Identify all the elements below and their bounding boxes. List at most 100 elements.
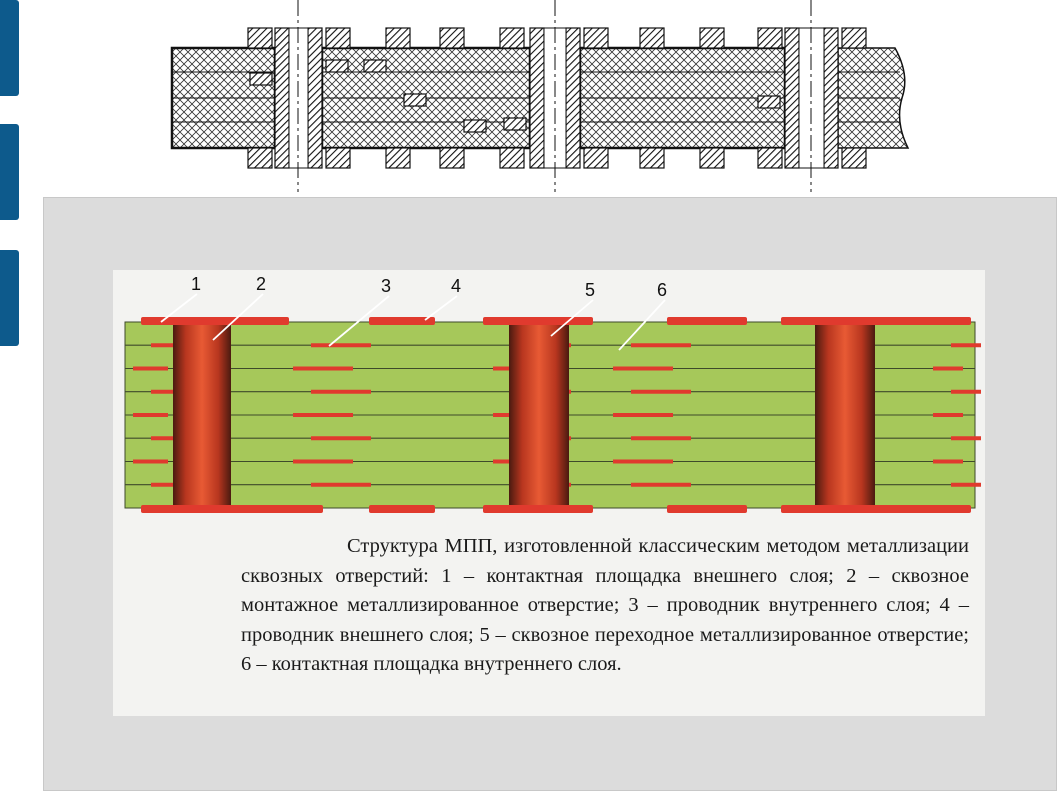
inner-pad-6 xyxy=(503,117,527,131)
outer-pad-bottom-9 xyxy=(757,147,783,169)
leader-line-6 xyxy=(618,299,666,351)
outer-pad-bottom-5 xyxy=(781,505,971,513)
inner-pad-1 xyxy=(249,72,273,86)
outer-pad-bottom-2 xyxy=(369,505,435,513)
outer-pad-top-9 xyxy=(757,27,783,49)
top-technical-drawing xyxy=(170,0,910,192)
callout-5: 5 xyxy=(585,280,595,300)
hole-wall-right-2 xyxy=(565,27,581,169)
outer-pad-top-5 xyxy=(781,317,971,325)
inner-trace-1-1 xyxy=(151,343,186,348)
inner-trace-7-1 xyxy=(151,482,186,487)
outer-pad-bottom-10 xyxy=(841,147,867,169)
inner-trace-5-1 xyxy=(151,436,186,441)
inner-trace-4-4 xyxy=(613,413,673,417)
inner-pad-3 xyxy=(363,59,387,73)
outer-pad-bottom-1 xyxy=(247,147,273,169)
inner-trace-5-5 xyxy=(951,436,981,441)
callout-1: 1 xyxy=(191,274,201,294)
inner-trace-4-5 xyxy=(933,413,963,417)
outer-pad-bottom-4 xyxy=(439,147,465,169)
inner-pad-7 xyxy=(757,95,781,109)
leader-line-3 xyxy=(328,295,390,347)
outer-pad-top-5 xyxy=(499,27,525,49)
outer-pad-top-7 xyxy=(639,27,665,49)
inner-trace-3-2 xyxy=(311,389,371,394)
outer-pad-top-2 xyxy=(369,317,435,325)
side-tab-2[interactable] xyxy=(0,124,19,220)
hole-wall-right-1 xyxy=(307,27,323,169)
inner-pad-5 xyxy=(463,119,487,133)
inner-trace-6-1 xyxy=(133,459,168,464)
plated-hole-1 xyxy=(173,322,231,508)
inner-trace-7-2 xyxy=(311,482,371,487)
outer-pad-top-8 xyxy=(699,27,725,49)
plated-hole-3 xyxy=(815,322,875,508)
callout-3: 3 xyxy=(381,276,391,296)
inner-pad-2 xyxy=(325,59,349,73)
outer-pad-bottom-4 xyxy=(667,505,747,513)
outer-pads-drawing xyxy=(247,27,867,169)
inner-trace-1-2 xyxy=(311,343,371,348)
inner-trace-2-4 xyxy=(613,366,673,371)
outer-pad-bottom-1 xyxy=(141,505,323,513)
outer-copper-pads xyxy=(141,317,971,513)
outer-pad-top-3 xyxy=(483,317,593,325)
outer-pad-top-4 xyxy=(439,27,465,49)
inner-trace-1-4 xyxy=(631,343,691,348)
inner-trace-3-5 xyxy=(951,389,981,394)
outer-pad-top-1 xyxy=(141,317,289,325)
outer-pad-bottom-8 xyxy=(699,147,725,169)
callout-6: 6 xyxy=(657,280,667,300)
inner-trace-7-5 xyxy=(951,482,981,487)
callout-4: 4 xyxy=(451,276,461,296)
figure-card: 1 2 3 4 5 6 Структура МПП, изготовленной… xyxy=(113,270,985,716)
inner-pad-4 xyxy=(403,93,427,107)
plated-hole-2 xyxy=(509,322,569,508)
callout-leaders xyxy=(160,293,666,351)
figure-caption: Структура МПП, изготовленной классически… xyxy=(241,535,969,676)
inner-pads-drawing xyxy=(249,59,781,133)
inner-trace-3-1 xyxy=(151,389,186,394)
callout-2: 2 xyxy=(256,274,266,294)
leader-line-2 xyxy=(212,293,264,341)
hole-wall-left-3 xyxy=(784,27,800,169)
hole-wall-left-2 xyxy=(529,27,545,169)
inner-trace-2-2 xyxy=(293,366,353,371)
outer-pad-top-10 xyxy=(841,27,867,49)
outer-pad-top-2 xyxy=(325,27,351,49)
outer-pad-top-4 xyxy=(667,317,747,325)
inner-trace-4-2 xyxy=(293,413,353,417)
hole-wall-left-1 xyxy=(274,27,290,169)
outer-pad-bottom-2 xyxy=(325,147,351,169)
inner-trace-6-4 xyxy=(613,459,673,464)
inner-trace-1-5 xyxy=(951,343,981,348)
leader-line-4 xyxy=(424,295,458,321)
outer-pad-top-1 xyxy=(247,27,273,49)
inner-trace-7-4 xyxy=(631,482,691,487)
leader-line-5 xyxy=(550,299,594,337)
side-tab-3[interactable] xyxy=(0,250,19,346)
inner-trace-5-2 xyxy=(311,436,371,441)
outer-pad-bottom-6 xyxy=(583,147,609,169)
inner-trace-2-1 xyxy=(133,366,168,371)
inner-trace-6-5 xyxy=(933,459,963,464)
inner-trace-5-4 xyxy=(631,436,691,441)
outer-pad-bottom-3 xyxy=(385,147,411,169)
outer-pad-bottom-7 xyxy=(639,147,665,169)
outer-pad-top-6 xyxy=(583,27,609,49)
outer-pad-bottom-3 xyxy=(483,505,593,513)
mlb-cross-section-illustration: 1 2 3 4 5 6 xyxy=(124,274,981,513)
inner-trace-2-5 xyxy=(933,366,963,371)
side-tab-1[interactable] xyxy=(0,0,19,96)
plated-hole-walls xyxy=(274,27,839,169)
hole-wall-right-3 xyxy=(823,27,839,169)
hole-centerlines xyxy=(297,0,812,192)
inner-trace-4-1 xyxy=(133,413,168,417)
outer-pad-bottom-5 xyxy=(499,147,525,169)
leader-line-1 xyxy=(160,293,198,323)
plated-through-holes xyxy=(173,322,875,508)
inner-trace-6-2 xyxy=(293,459,353,464)
inner-trace-3-4 xyxy=(631,389,691,394)
outer-pad-top-3 xyxy=(385,27,411,49)
